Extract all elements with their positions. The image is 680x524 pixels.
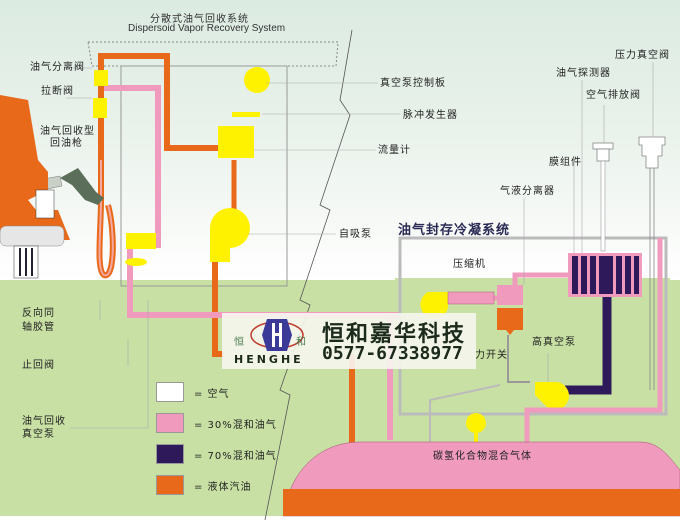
brand-name-cn: 恒和嘉华科技 xyxy=(322,322,467,347)
flow-meter xyxy=(218,126,254,158)
car-body xyxy=(0,95,70,240)
leader-lines xyxy=(66,62,654,429)
gasoline-line-down xyxy=(212,262,224,357)
brand-logo-icon xyxy=(250,319,304,351)
label-high-vacuum-pump: 高真空泵 xyxy=(532,337,576,348)
breakaway-valve xyxy=(93,98,107,118)
pressure-switch-valve xyxy=(466,413,486,433)
underground-tank-gasoline xyxy=(283,489,680,516)
label-separator-valve: 油气分离阀 xyxy=(30,62,85,73)
return-pipe-grey-2 xyxy=(429,384,501,445)
high-vacuum-pump xyxy=(535,381,569,410)
label-flow-meter: 流量计 xyxy=(378,145,411,156)
label-pump-control-board: 真空泵控制板 xyxy=(380,78,446,89)
separator-valve xyxy=(94,70,108,86)
self-priming-pump xyxy=(210,208,250,262)
compressor xyxy=(447,291,495,305)
label-nozzle-line2: 回油枪 xyxy=(50,138,83,149)
legend-swatch-gasoline xyxy=(156,475,184,495)
check-valve xyxy=(126,233,156,249)
gas-liquid-separator-bottom xyxy=(497,308,523,335)
legend-item-gasoline: = 液体汽油 xyxy=(156,475,252,495)
coaxial-hose-inner xyxy=(98,160,114,277)
legend-label: = 70%混和油气 xyxy=(194,450,277,462)
label-pressure-switch: 力开关 xyxy=(475,350,508,361)
label-nozzle-line1: 油气回收型 xyxy=(40,126,95,137)
nozzle-gun xyxy=(60,168,104,205)
ground-right-upper xyxy=(395,278,670,282)
pressure-switch-stem xyxy=(474,430,478,442)
membrane-cells xyxy=(572,256,639,294)
label-vacuum-pump-line2: 真空泵 xyxy=(22,429,55,440)
brand-name-en: HENGHE xyxy=(234,353,304,366)
brand-logo-char-left: 恒 xyxy=(234,337,244,348)
legend-label: = 空气 xyxy=(194,388,230,400)
label-breakaway-valve: 拉断阀 xyxy=(41,86,74,97)
gas-liquid-separator-top xyxy=(497,285,523,305)
air-vent-valve-cap xyxy=(592,142,614,150)
pressure-vacuum-valve xyxy=(638,136,666,169)
label-tank-gas: 碳氢化合物混合气体 xyxy=(433,451,532,462)
check-valve-seat xyxy=(125,258,147,266)
pump-control-board xyxy=(244,67,270,93)
label-coaxial-hose-line2: 轴胶管 xyxy=(22,322,55,333)
label-air-vent-valve: 空气排放阀 xyxy=(586,90,641,101)
label-coaxial-hose-line1: 反向同 xyxy=(22,308,55,319)
legend-swatch-mix30 xyxy=(156,413,184,433)
dispenser-body xyxy=(120,65,288,287)
pulse-generator xyxy=(232,112,260,117)
return-pipe-grey xyxy=(507,335,530,383)
brand-logo-char-right: 和 xyxy=(296,337,306,348)
label-vacuum-pump-line1: 油气回收 xyxy=(22,416,66,427)
label-pulse-generator: 脉冲发生器 xyxy=(403,110,458,121)
legend-item-mix70: = 70%混和油气 xyxy=(156,444,277,464)
brand-watermark: 恒 和 HENGHE 恒和嘉华科技 0577-67338977 xyxy=(222,313,476,369)
air-vent-pipe xyxy=(600,160,606,252)
legend-swatch-air xyxy=(156,382,184,402)
label-pressure-vacuum-valve: 压力真空阀 xyxy=(615,50,670,61)
brand-phone: 0577-67338977 xyxy=(322,343,463,364)
legend-item-air: = 空气 xyxy=(156,382,230,402)
bottom-strip xyxy=(0,516,680,524)
label-vapor-detector: 油气探测器 xyxy=(556,68,611,79)
gasoline-line-top xyxy=(98,53,220,160)
label-gas-liquid-separator: 气液分离器 xyxy=(500,186,555,197)
label-membrane-module: 膜组件 xyxy=(549,157,582,168)
air-vent-valve-body xyxy=(596,148,610,162)
label-check-valve: 止回阀 xyxy=(22,360,55,371)
title-cn: 分散式油气回收系统 xyxy=(150,14,249,25)
car-window xyxy=(35,189,55,219)
label-self-priming-pump: 自吸泵 xyxy=(339,229,372,240)
legend-label: = 液体汽油 xyxy=(194,481,252,493)
concentrated-vapor-line xyxy=(565,297,612,395)
legend-item-mix30: = 30%混和油气 xyxy=(156,413,277,433)
title-en: Dispersoid Vapor Recovery System xyxy=(128,23,286,34)
compressor-pump xyxy=(420,292,448,319)
tank-gasoline-edge xyxy=(283,489,300,516)
return-vapor-line xyxy=(524,238,663,442)
car-bumper xyxy=(0,225,65,247)
section-break-line xyxy=(264,29,353,521)
legend-label: = 30%混和油气 xyxy=(194,419,277,431)
condensation-system-title: 油气封存冷凝系统 xyxy=(398,223,511,238)
legend-swatch-mix70 xyxy=(156,444,184,464)
label-compressor: 压缩机 xyxy=(453,259,486,270)
